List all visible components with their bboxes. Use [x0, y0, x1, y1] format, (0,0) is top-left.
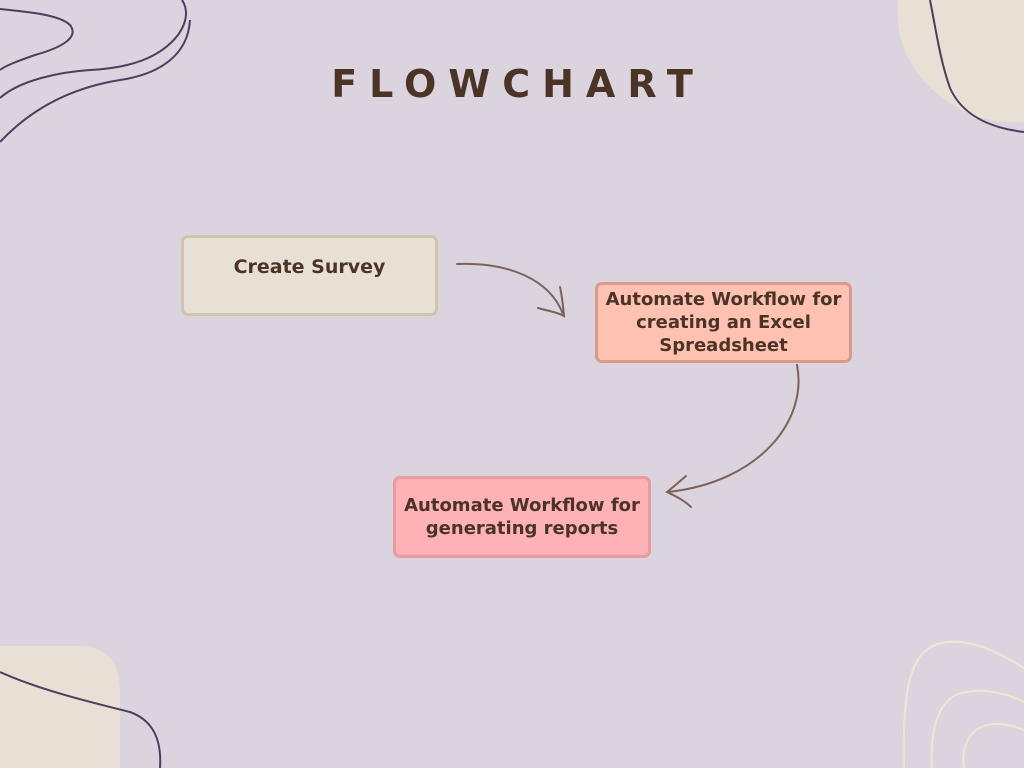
- top-right-contour-line: [929, 0, 1024, 133]
- node-create-survey-label: Create Survey: [233, 256, 386, 279]
- node-excel-spreadsheet: Automate Workflow for creating an Excel …: [595, 282, 852, 363]
- bottom-left-contour-line: [0, 671, 162, 768]
- node-generating-reports-label: Automate Workflow for generating reports: [404, 494, 640, 539]
- bottom-left-blob: [0, 646, 120, 768]
- top-right-blob: [898, 0, 1024, 123]
- page-title: FLOWCHART: [331, 62, 705, 106]
- bottom-right-contour-lines: [902, 640, 1024, 768]
- node-create-survey: Create Survey: [181, 235, 438, 316]
- node-excel-spreadsheet-label: Automate Workflow for creating an Excel …: [605, 288, 842, 357]
- top-left-contour-lines: [0, 0, 191, 143]
- node-generating-reports: Automate Workflow for generating reports: [393, 476, 651, 558]
